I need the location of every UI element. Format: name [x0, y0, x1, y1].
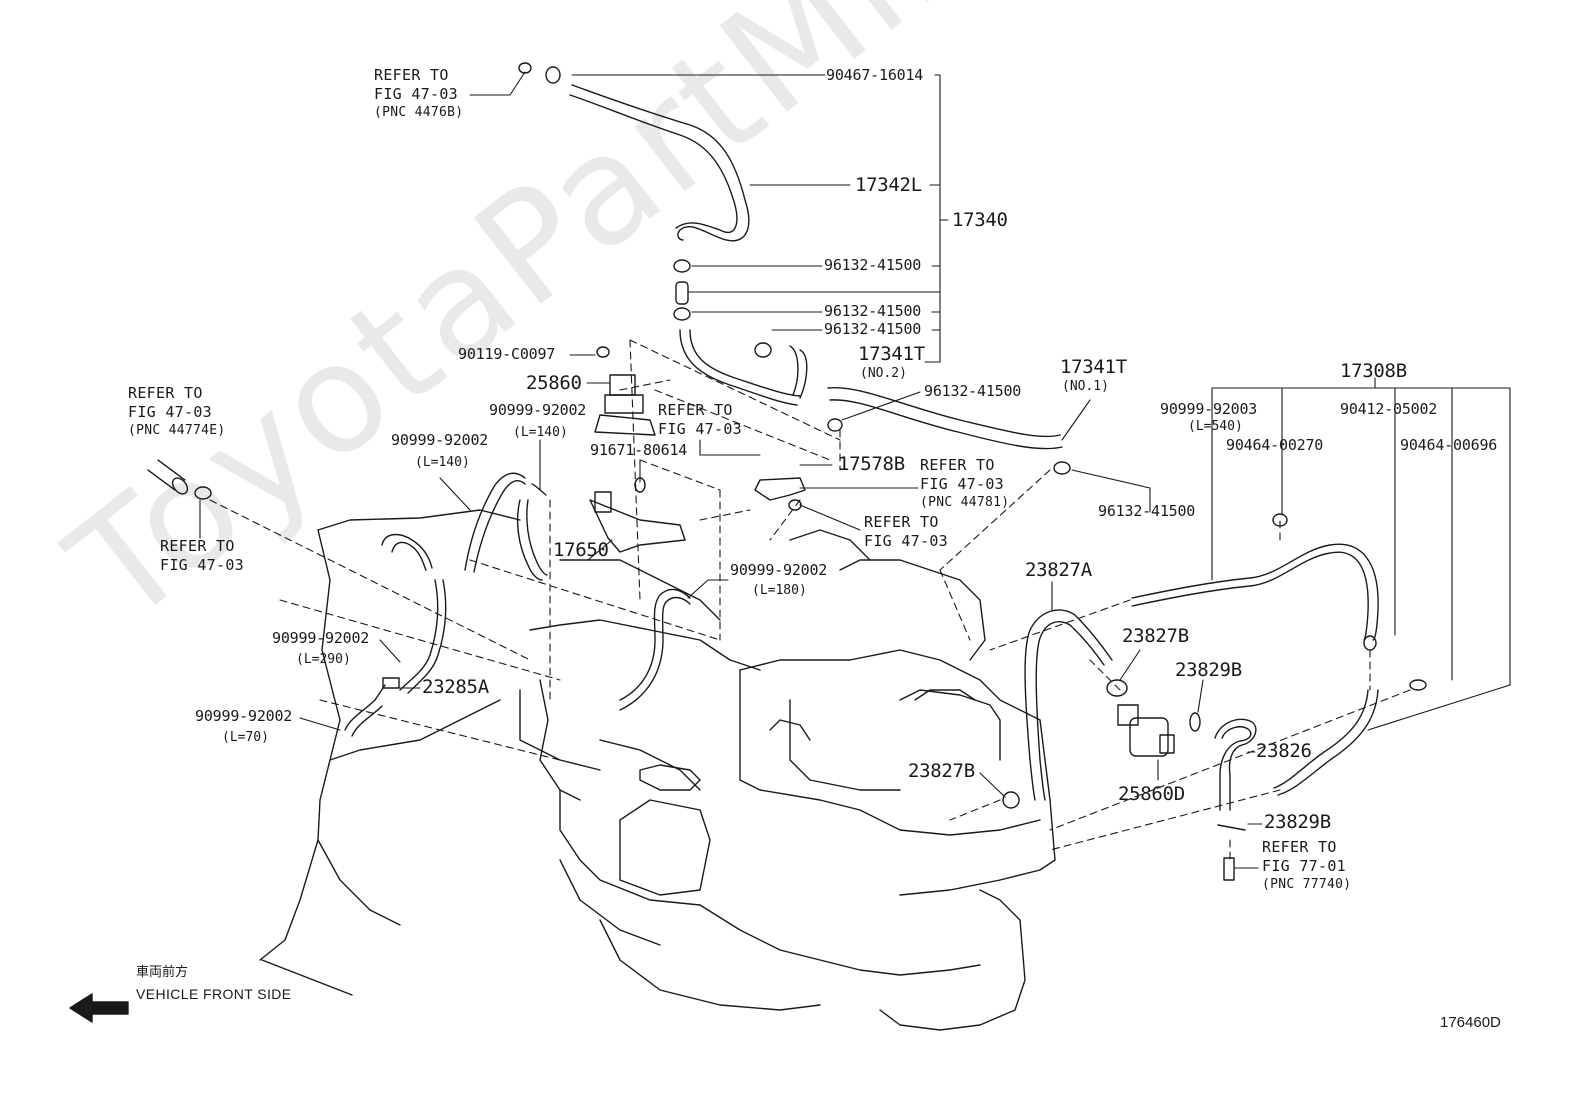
callout-17342L: 17342L [855, 174, 922, 196]
callout-90999-92002-c: 90999-92002 [730, 561, 828, 579]
refer-1-line-2: FIG 47-03 [374, 85, 458, 103]
callout-23827A: 23827A [1025, 559, 1092, 581]
callout-23827B-a: 23827B [1122, 625, 1189, 647]
callout-90999-92002-e: 90999-92002 [195, 707, 293, 725]
callout-90464-00270: 90464-00270 [1226, 436, 1324, 454]
refer-7-line-3: (PNC 77740) [1262, 877, 1352, 892]
callout-17650: 17650 [553, 539, 609, 561]
callout-23829B-a: 23829B [1175, 659, 1242, 681]
engine-outline [259, 509, 1056, 1031]
refer-block-1: REFER TO FIG 47-03 (PNC 4476B) [374, 66, 464, 120]
front-label-en: VEHICLE FRONT SIDE [136, 986, 292, 1002]
hoses [147, 62, 1427, 881]
refer-block-2: REFER TO FIG 47-03 (PNC 44774E) [128, 384, 226, 438]
callout-90999-92002-a: 90999-92002 [489, 401, 587, 419]
refer-5-line-2: FIG 47-03 [920, 475, 1004, 493]
refer-block-7: REFER TO FIG 77-01 (PNC 77740) [1262, 838, 1352, 892]
callout-17341T-no1: 17341T [1060, 356, 1127, 378]
callout-23829B-b: 23829B [1264, 811, 1331, 833]
leader-lines [199, 71, 1511, 869]
refer-3-line-2: FIG 47-03 [160, 556, 244, 574]
refer-1-line-3: (PNC 4476B) [374, 105, 464, 120]
callout-96132-41500-e: 96132-41500 [1098, 502, 1196, 520]
callout-90999-92002-a-sub: (L=140) [513, 425, 568, 440]
callout-17308B: 17308B [1340, 360, 1407, 382]
refer-2-line-1: REFER TO [128, 384, 203, 402]
callout-90999-92002-d-sub: (L=290) [296, 652, 351, 667]
refer-4-line-2: FIG 47-03 [658, 420, 742, 438]
callout-17340: 17340 [952, 209, 1008, 231]
refer-4-line-1: REFER TO [658, 401, 733, 419]
callout-17341T-no1-sub: (NO.1) [1062, 379, 1109, 394]
refer-5-line-3: (PNC 44781) [920, 495, 1010, 510]
callout-90119-C0097: 90119-C0097 [458, 345, 556, 363]
callout-17341T-no2-sub: (NO.2) [860, 366, 907, 381]
refer-2-line-3: (PNC 44774E) [128, 423, 226, 438]
refer-2-line-2: FIG 47-03 [128, 403, 212, 421]
callout-23827B-b: 23827B [908, 760, 975, 782]
refer-block-4: REFER TO FIG 47-03 [658, 403, 742, 437]
refer-6-line-1: REFER TO [864, 513, 939, 531]
callout-23285A: 23285A [422, 676, 489, 698]
callout-91671-80614: 91671-80614 [590, 441, 688, 459]
callout-90467-16014: 90467-16014 [826, 66, 924, 84]
refer-7-line-2: FIG 77-01 [1262, 857, 1346, 875]
callout-17578B: 17578B [838, 453, 905, 475]
callout-23826: 23826 [1256, 740, 1312, 762]
callout-90999-92002-e-sub: (L=70) [222, 730, 269, 745]
callout-90999-92002-d: 90999-92002 [272, 629, 370, 647]
callout-25860: 25860 [526, 372, 582, 394]
callout-96132-41500-c: 96132-41500 [824, 320, 922, 338]
refer-1-line-1: REFER TO [374, 66, 449, 84]
callout-25860D: 25860D [1118, 783, 1185, 805]
callout-90999-92003-sub: (L=540) [1188, 419, 1243, 434]
diagram-code: 176460D [1440, 1014, 1501, 1031]
callout-17341T-no2: 17341T [858, 343, 925, 365]
refer-block-6: REFER TO FIG 47-03 [864, 515, 948, 549]
refer-7-line-1: REFER TO [1262, 838, 1337, 856]
callout-90999-92002-b-sub: (L=140) [415, 455, 470, 470]
callout-90999-92002-b: 90999-92002 [391, 431, 489, 449]
refer-5-line-1: REFER TO [920, 456, 995, 474]
callout-90412-05002: 90412-05002 [1340, 400, 1438, 418]
callout-96132-41500-b: 96132-41500 [824, 302, 922, 320]
callout-90999-92003: 90999-92003 [1160, 400, 1258, 418]
refer-3-line-1: REFER TO [160, 537, 235, 555]
callout-90999-92002-c-sub: (L=180) [752, 583, 807, 598]
callout-90464-00696: 90464-00696 [1400, 436, 1498, 454]
callout-96132-41500-a: 96132-41500 [824, 256, 922, 274]
refer-block-5: REFER TO FIG 47-03 (PNC 44781) [920, 456, 1010, 510]
callout-96132-41500-d: 96132-41500 [924, 382, 1022, 400]
refer-6-line-2: FIG 47-03 [864, 532, 948, 550]
front-arrow [69, 959, 353, 1023]
front-label-jp: 車両前方 [136, 965, 189, 980]
refer-block-3: REFER TO FIG 47-03 [160, 539, 244, 573]
